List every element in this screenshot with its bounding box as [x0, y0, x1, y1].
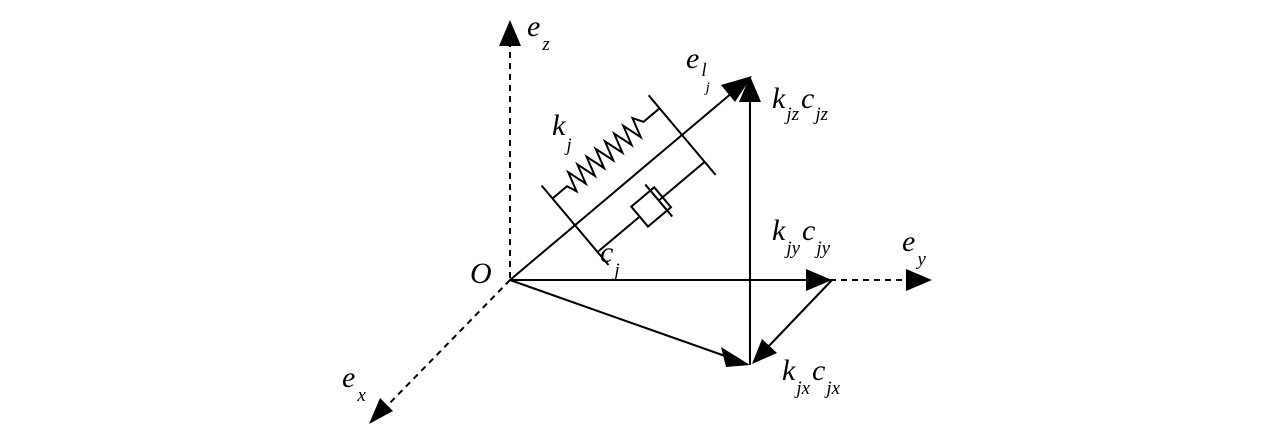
kjy-cjy-label: kjycjy [772, 214, 831, 259]
damper-piston [644, 183, 674, 218]
damper-rod-right [658, 161, 706, 202]
xy-component-vector [509, 279, 729, 358]
damper-rod-left [596, 215, 641, 253]
xy-component-arrowhead [721, 347, 750, 367]
kj-label: kj [552, 109, 572, 156]
ex-label: ex [342, 361, 366, 406]
z-component-arrowhead [739, 76, 761, 102]
ey-axis-arrowhead [906, 269, 932, 291]
origin-label: O [470, 257, 492, 290]
ey-label: ey [902, 225, 926, 270]
spring-damper-right-bar [647, 94, 717, 176]
y-component-arrowhead [806, 269, 832, 291]
elj-vector-arrowhead [721, 76, 752, 102]
kjz-cjz-label: kjzcjz [772, 82, 829, 125]
ez-label: ez [527, 10, 550, 55]
ex-axis-arrowhead [369, 398, 393, 424]
spring-damper-left-bar [540, 184, 610, 266]
x-component-arrowhead [752, 339, 777, 364]
spring-damper-element [540, 94, 717, 266]
cj-label: cj [600, 236, 620, 281]
spring [551, 107, 661, 200]
ex-axis [384, 279, 511, 409]
x-component-vector [766, 279, 833, 349]
elj-vector [509, 91, 734, 281]
ez-axis-arrowhead [499, 20, 521, 46]
kjx-cjx-label: kjxcjx [782, 354, 841, 399]
